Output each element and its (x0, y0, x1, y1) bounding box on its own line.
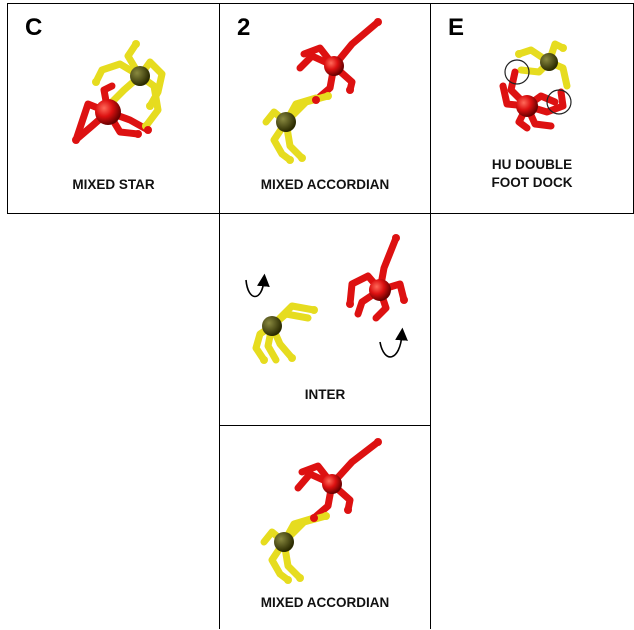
mixed-star-molecule-image (72, 40, 166, 144)
panel-letter: 2 (237, 14, 251, 41)
mixed-accordian-molecule-image (260, 438, 382, 584)
panel-caption: MIXED ACCORDIAN (220, 176, 430, 194)
panel-caption: MIXED ACCORDIAN (220, 594, 430, 612)
panel-inter: INTER (219, 213, 431, 426)
panel-c: C MIXED STAR (7, 3, 220, 214)
panel-mixed-accordian-bottom: MIXED ACCORDIAN (219, 425, 431, 629)
caption-line: FOOT DOCK (491, 175, 573, 190)
mixed-accordian-molecule-image (262, 18, 382, 164)
panel-letter: E (448, 14, 465, 41)
caption-line: MIXED ACCORDIAN (260, 177, 390, 192)
caption-line: INTER (304, 387, 346, 402)
inter-molecule-image (245, 234, 408, 364)
rotation-arrow-icon (245, 273, 270, 298)
panel-letter: C (25, 14, 43, 41)
rotation-arrow-icon (379, 327, 408, 358)
panel-caption: MIXED STAR (8, 176, 219, 194)
caption-line: MIXED STAR (72, 177, 155, 192)
caption-line: HU DOUBLE (491, 157, 573, 172)
panel-caption: HU DOUBLE FOOT DOCK (431, 156, 633, 192)
hu-double-foot-dock-molecule-image (499, 40, 572, 132)
caption-line: MIXED ACCORDIAN (260, 595, 390, 610)
panel-caption: INTER (220, 386, 430, 404)
panel-2: 2 MIXED ACCORDIAN (219, 3, 431, 214)
panel-e: E HU DOUBLE FOOT DOCK (430, 3, 634, 214)
